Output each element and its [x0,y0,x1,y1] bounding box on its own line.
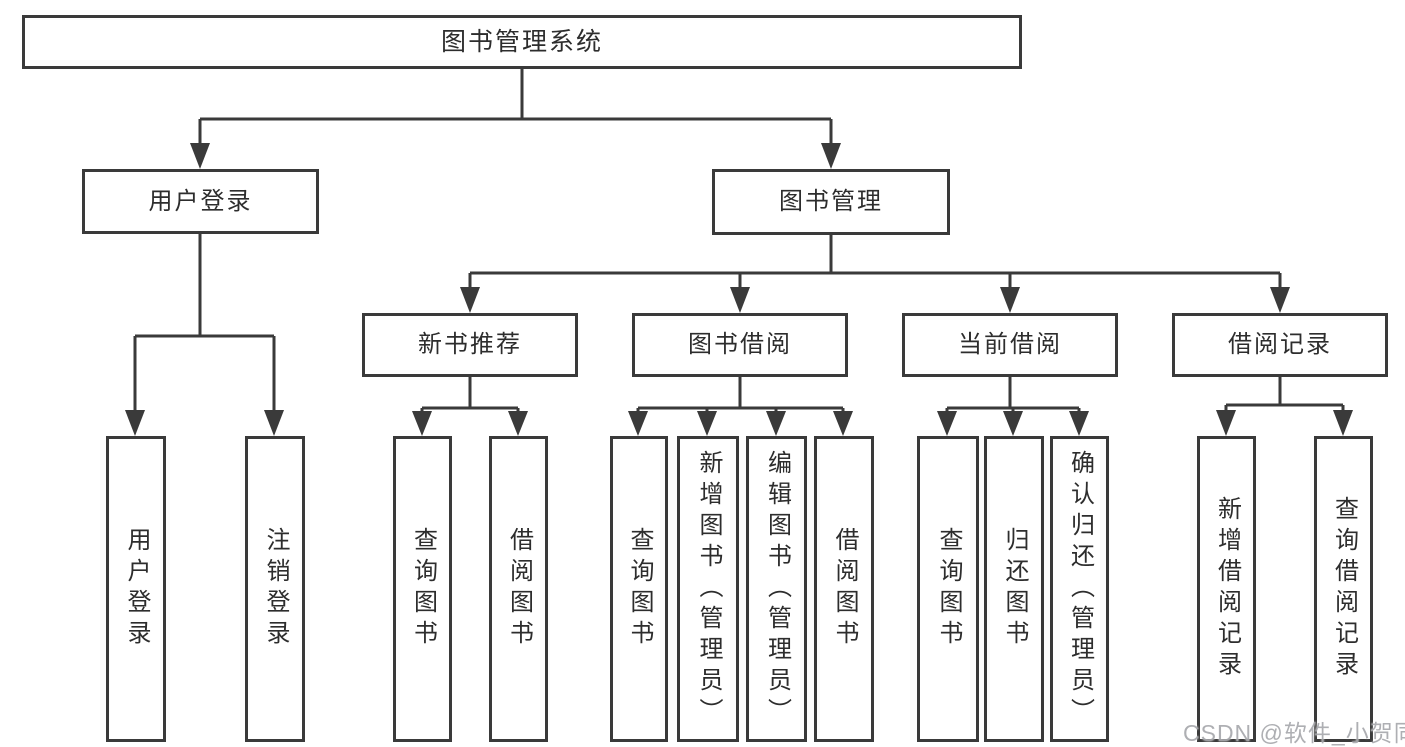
node-new-book-recommend: 新书推荐 [362,313,578,377]
node-bb-add-book-admin: 新增图书（管理员） [677,436,739,742]
node-new-book-recommend-label: 新书推荐 [418,331,522,358]
node-bb-query-book: 查询图书 [610,436,668,742]
node-library-management-system-label: 图书管理系统 [440,27,603,56]
node-bb-edit-book-admin: 编辑图书（管理员） [746,436,807,742]
node-bb-query-book-label: 查询图书 [626,527,653,651]
node-leaf-user-login: 用户登录 [106,436,166,742]
node-library-management-system: 图书管理系统 [22,15,1022,69]
node-bb-borrow-book: 借阅图书 [814,436,874,742]
node-br-add-record: 新增借阅记录 [1197,436,1256,742]
node-rec-query-book: 查询图书 [393,436,452,742]
node-rec-query-book-label: 查询图书 [409,527,437,651]
node-cb-return-book: 归还图书 [984,436,1044,742]
node-cb-confirm-return-admin: 确认归还（管理员） [1050,436,1109,742]
csdn-watermark: CSDN @软件_小贺同学 [1183,720,1405,746]
node-cb-return-book-label: 归还图书 [1001,527,1028,651]
node-cb-confirm-return-admin-label: 确认归还（管理员） [1066,449,1094,729]
node-book-management: 图书管理 [712,169,950,235]
node-bb-add-book-admin-label: 新增图书（管理员） [695,449,722,729]
node-cb-query-book: 查询图书 [917,436,979,742]
node-book-borrow-label: 图书借阅 [688,331,792,358]
node-rec-borrow-book-label: 借阅图书 [505,527,533,651]
node-borrow-records-label: 借阅记录 [1228,331,1332,358]
node-leaf-user-login-label: 用户登录 [123,527,150,651]
node-br-query-record: 查询借阅记录 [1314,436,1373,742]
node-leaf-logout-label: 注销登录 [262,527,289,651]
node-rec-borrow-book: 借阅图书 [489,436,548,742]
node-bb-edit-book-admin-label: 编辑图书（管理员） [763,449,791,729]
node-leaf-logout: 注销登录 [245,436,305,742]
node-borrow-records: 借阅记录 [1172,313,1388,377]
node-current-borrow: 当前借阅 [902,313,1118,377]
node-cb-query-book-label: 查询图书 [935,527,962,651]
node-user-login: 用户登录 [82,169,319,234]
node-current-borrow-label: 当前借阅 [958,331,1062,358]
node-book-management-label: 图书管理 [779,188,883,215]
node-user-login-label: 用户登录 [148,187,253,215]
node-br-add-record-label: 新增借阅记录 [1213,496,1241,682]
node-book-borrow: 图书借阅 [632,313,848,377]
node-br-query-record-label: 查询借阅记录 [1330,496,1358,682]
node-bb-borrow-book-label: 借阅图书 [831,527,858,651]
